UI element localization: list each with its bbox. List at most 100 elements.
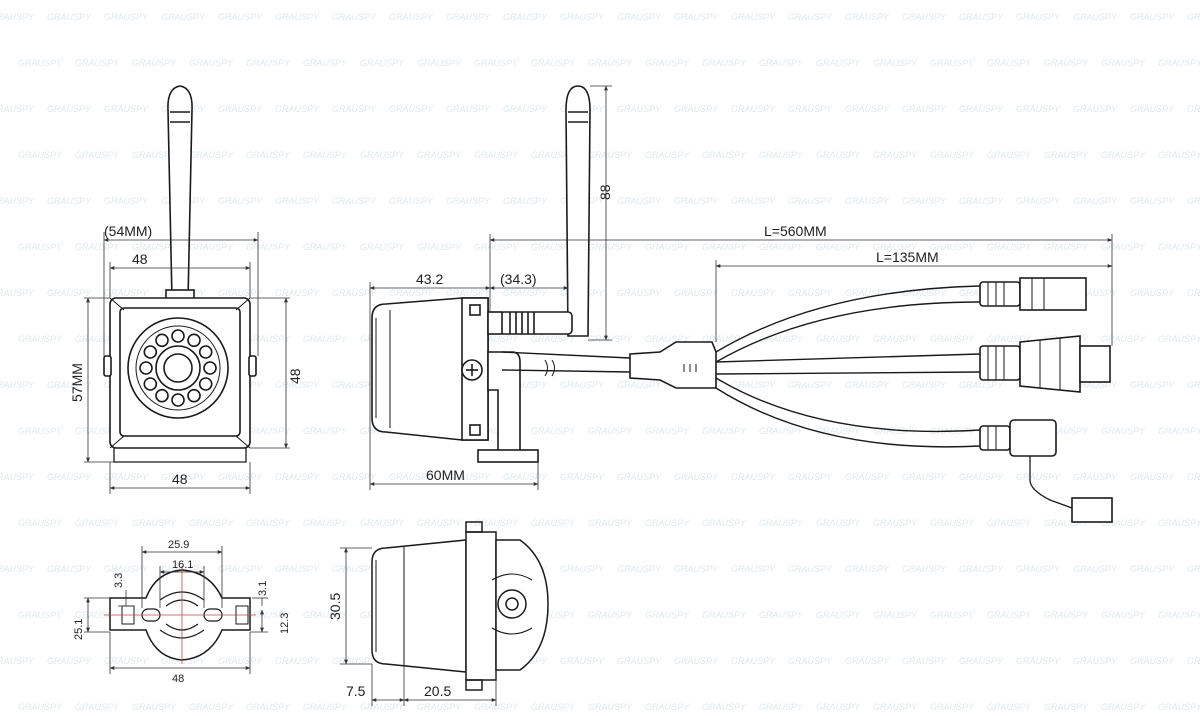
watermark-mark: GRAUSPY <box>1073 104 1118 114</box>
front-body-outer <box>109 297 251 449</box>
watermark-mark: GRAUSPY <box>788 104 833 114</box>
watermark-mark: GRAUSPY <box>788 380 833 390</box>
sensor-connector <box>979 419 1113 523</box>
ir-led <box>139 361 153 375</box>
watermark-mark: GRAUSPY <box>1158 426 1200 436</box>
watermark-mark: GRAUSPY <box>303 518 348 528</box>
watermark-mark: GRAUSPY <box>303 58 348 68</box>
watermark-mark: GRAUSPY <box>816 58 861 68</box>
watermark-mark: GRAUSPY <box>446 196 491 206</box>
watermark-mark: GRAUSPY <box>0 12 35 22</box>
watermark-mark: GRAUSPY <box>959 104 1004 114</box>
watermark-mark: GRAUSPY <box>959 380 1004 390</box>
watermark-mark: GRAUSPY <box>275 564 320 574</box>
watermark-mark: GRAUSPY <box>759 334 804 344</box>
dim-front-bottom: 48 <box>172 471 188 487</box>
watermark-mark: GRAUSPY <box>332 656 377 666</box>
watermark-mark: GRAUSPY <box>246 334 291 344</box>
watermark-mark: GRAUSPY <box>18 334 63 344</box>
watermark-mark: GRAUSPY <box>617 656 662 666</box>
watermark-mark: GRAUSPY <box>104 564 149 574</box>
watermark-mark: GRAUSPY <box>788 564 833 574</box>
watermark-mark: GRAUSPY <box>389 472 434 482</box>
watermark-mark: GRAUSPY <box>645 426 690 436</box>
watermark-mark: GRAUSPY <box>930 702 975 712</box>
watermark-mark: GRAUSPY <box>788 196 833 206</box>
watermark-mark: GRAUSPY <box>987 702 1032 712</box>
watermark-mark: GRAUSPY <box>873 334 918 344</box>
watermark-mark: GRAUSPY <box>360 242 405 252</box>
watermark-mark: GRAUSPY <box>332 12 377 22</box>
watermark-mark: GRAUSPY <box>873 702 918 712</box>
watermark-mark: GRAUSPY <box>446 104 491 114</box>
watermark-mark: GRAUSPY <box>1073 564 1118 574</box>
watermark-mark: GRAUSPY <box>930 610 975 620</box>
watermark-mark: GRAUSPY <box>189 150 234 160</box>
watermark-mark: GRAUSPY <box>275 288 320 298</box>
watermark-mark: GRAUSPY <box>360 58 405 68</box>
watermark-mark: GRAUSPY <box>75 610 120 620</box>
watermark-mark: GRAUSPY <box>1101 242 1146 252</box>
watermark-mark: GRAUSPY <box>0 472 35 482</box>
ir-leds <box>139 329 217 407</box>
watermark-mark: GRAUSPY <box>645 702 690 712</box>
watermark-mark: GRAUSPY <box>759 58 804 68</box>
dim-connector-paren: (34.3) <box>500 271 537 287</box>
watermark-mark: GRAUSPY <box>303 242 348 252</box>
watermark-mark: GRAUSPY <box>246 702 291 712</box>
watermark-mark: GRAUSPY <box>275 656 320 666</box>
watermark-mark: GRAUSPY <box>1158 518 1200 528</box>
dim-bracket-top-inner: 16.1 <box>172 559 193 571</box>
bottom-mount-disc <box>495 539 549 671</box>
watermark-mark: GRAUSPY <box>845 656 890 666</box>
watermark-mark: GRAUSPY <box>816 518 861 528</box>
watermark-mark: GRAUSPY <box>474 242 519 252</box>
watermark-mark: GRAUSPY <box>275 472 320 482</box>
watermark-mark: GRAUSPY <box>1044 610 1089 620</box>
watermark-mark: GRAUSPY <box>1016 564 1061 574</box>
watermark-mark: GRAUSPY <box>1130 472 1175 482</box>
watermark-mark: GRAUSPY <box>645 150 690 160</box>
watermark-mark: GRAUSPY <box>332 288 377 298</box>
watermark-mark: GRAUSPY <box>104 104 149 114</box>
watermark-mark: GRAUSPY <box>474 58 519 68</box>
watermark-mark: GRAUSPY <box>503 104 548 114</box>
watermark-mark: GRAUSPY <box>1073 472 1118 482</box>
watermark-mark: GRAUSPY <box>47 288 92 298</box>
cable-splitter <box>629 341 717 389</box>
watermark-mark: GRAUSPY <box>1044 426 1089 436</box>
watermark-mark: GRAUSPY <box>303 426 348 436</box>
watermark-mark: GRAUSPY <box>759 426 804 436</box>
dim-side-body: 43.2 <box>416 271 443 287</box>
watermark-mark: GRAUSPY <box>702 334 747 344</box>
watermark-mark: GRAUSPY <box>1158 150 1200 160</box>
watermark-mark: GRAUSPY <box>132 150 177 160</box>
watermark-mark: GRAUSPY <box>702 610 747 620</box>
watermark-mark: GRAUSPY <box>1073 380 1118 390</box>
watermark-mark: GRAUSPY <box>702 518 747 528</box>
watermark-mark: GRAUSPY <box>218 104 263 114</box>
watermark-mark: GRAUSPY <box>588 150 633 160</box>
front-antenna <box>165 85 195 305</box>
watermark-mark: GRAUSPY <box>47 12 92 22</box>
watermark-mark: GRAUSPY <box>588 334 633 344</box>
ir-led <box>198 377 213 391</box>
watermark-mark: GRAUSPY <box>1130 196 1175 206</box>
watermark-mark: GRAUSPY <box>0 656 35 666</box>
watermark-mark: GRAUSPY <box>389 12 434 22</box>
watermark-mark: GRAUSPY <box>389 104 434 114</box>
watermark-mark: GRAUSPY <box>503 472 548 482</box>
ir-led <box>155 333 169 348</box>
watermark-mark: GRAUSPY <box>189 58 234 68</box>
watermark-mark: GRAUSPY <box>902 380 947 390</box>
watermark-mark: GRAUSPY <box>788 12 833 22</box>
ir-led <box>187 333 201 348</box>
watermark-mark: GRAUSPY <box>360 150 405 160</box>
front-view <box>103 85 257 463</box>
watermark-mark: GRAUSPY <box>18 702 63 712</box>
watermark-mark: GRAUSPY <box>1187 196 1200 206</box>
watermark-mark: GRAUSPY <box>702 702 747 712</box>
side-view-dimensions <box>369 85 1113 490</box>
watermark-mark: GRAUSPY <box>531 610 576 620</box>
